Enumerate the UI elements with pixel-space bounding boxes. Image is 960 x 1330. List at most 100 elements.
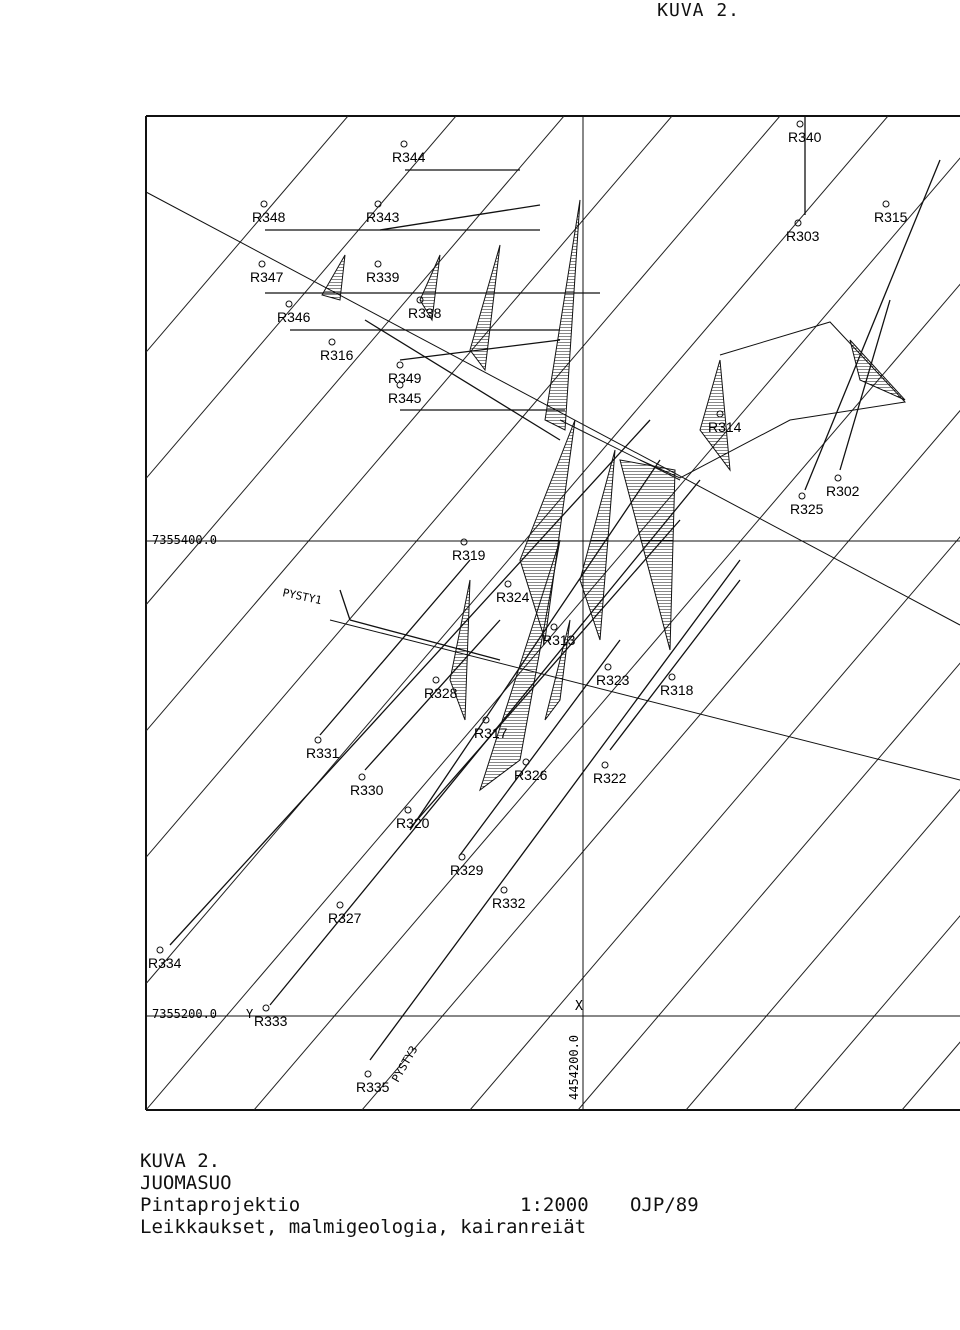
drillhole-collar-icon	[500, 886, 508, 894]
page-label: KUVA 2.	[657, 0, 740, 21]
drillhole-collar-icon	[396, 381, 404, 389]
caption-figure: KUVA 2.	[140, 1150, 221, 1172]
drillhole-collar-icon	[258, 260, 266, 268]
section-lines	[146, 116, 960, 1110]
section-line	[146, 116, 457, 480]
ore-bodies	[321, 199, 906, 792]
drillhole-label-r339: R339	[366, 269, 400, 285]
drillhole-collar-icon	[400, 140, 408, 148]
coord-east: 4454200.0	[567, 1035, 581, 1100]
drillhole-collar-icon	[550, 623, 558, 631]
coord-north-upper: 7355400.0	[152, 533, 217, 547]
drillhole-label-r333: R333	[254, 1013, 288, 1029]
drillhole-collar-icon	[285, 300, 293, 308]
drillhole-collar-icon	[460, 538, 468, 546]
drillhole-label-r317: R317	[474, 725, 508, 741]
ore-outline	[639, 321, 907, 479]
section-line	[146, 116, 565, 606]
drillhole-label-r328: R328	[424, 685, 458, 701]
drillhole-collar-icon	[432, 676, 440, 684]
section-label-pysty1: PYSTY1	[281, 586, 323, 607]
drillhole-collar-icon	[396, 361, 404, 369]
drillhole-collar-icon	[374, 200, 382, 208]
caption-description: Leikkaukset, malmigeologia, kairanreiät	[140, 1216, 587, 1238]
drillhole-collar-icon	[504, 580, 512, 588]
drillhole-label-r349: R349	[388, 370, 422, 386]
drillhole-label-r313: R313	[542, 632, 576, 648]
drillhole-label-r345: R345	[388, 390, 422, 406]
drillhole-collar-icon	[358, 773, 366, 781]
drillhole-label-r314: R314	[708, 419, 742, 435]
drillhole-label-r327: R327	[328, 910, 362, 926]
drillhole-label-r330: R330	[350, 782, 384, 798]
drillhole-collar-icon	[794, 219, 802, 227]
drillhole-label-r347: R347	[250, 269, 284, 285]
section-line	[146, 116, 349, 353]
drillhole-label-r340: R340	[788, 129, 822, 145]
coord-x-marker: X	[575, 999, 583, 1014]
drillhole-collar-icon	[458, 853, 466, 861]
coord-north-lower: 7355200.0	[152, 1007, 217, 1021]
caption-projection: Pintaprojektio	[140, 1194, 301, 1216]
drillhole-label-r302: R302	[826, 483, 860, 499]
section-line	[361, 409, 960, 1110]
drillhole-label-r315: R315	[874, 209, 908, 225]
drillhole-label-r326: R326	[514, 767, 548, 783]
drillhole-label-r324: R324	[496, 589, 530, 605]
drillhole-collar-icon	[404, 806, 412, 814]
section-line	[793, 915, 960, 1110]
section-line	[469, 536, 960, 1110]
drillhole-collar-icon	[601, 761, 609, 769]
drillhole-label-r335: R335	[356, 1079, 390, 1095]
section-line	[901, 1041, 960, 1110]
drillhole-label-r343: R343	[366, 209, 400, 225]
drillhole-label-r329: R329	[450, 862, 484, 878]
coord-y-marker: Y	[246, 1007, 254, 1021]
drillhole-label-r338: R338	[408, 305, 442, 321]
drillhole-collar-icon	[416, 296, 424, 304]
drillhole-label-r331: R331	[306, 745, 340, 761]
drillhole-label-r323: R323	[596, 672, 630, 688]
drillhole-label-r344: R344	[392, 149, 426, 165]
drillhole-collar-icon	[882, 200, 890, 208]
caption-scale: 1:2000	[520, 1194, 589, 1216]
drillhole-collar-icon	[336, 901, 344, 909]
drillhole-label-r325: R325	[790, 501, 824, 517]
drillhole-label-r320: R320	[396, 815, 430, 831]
caption-site: JUOMASUO	[140, 1172, 232, 1194]
drillhole-collar-icon	[716, 410, 724, 418]
drillhole-collar-icon	[260, 200, 268, 208]
drillhole-collar-icon	[604, 663, 612, 671]
drillhole-collar-icon	[374, 260, 382, 268]
caption-reference: OJP/89	[630, 1194, 699, 1216]
drillhole-label-r303: R303	[786, 228, 820, 244]
section-line	[146, 157, 960, 1110]
drillhole-label-r348: R348	[252, 209, 286, 225]
drillhole-collar-icon	[314, 736, 322, 744]
drillhole-collar-icon	[482, 716, 490, 724]
drillhole-label-r346: R346	[277, 309, 311, 325]
section-line	[146, 116, 673, 732]
drillhole-collar-icon	[156, 946, 164, 954]
section-line	[577, 662, 960, 1110]
drillhole-collar-icon	[364, 1070, 372, 1078]
drillhole-label-r316: R316	[320, 347, 354, 363]
drillhole-collar-icon	[522, 758, 530, 766]
oblique-line	[329, 619, 960, 781]
drillhole-collar-icon	[262, 1004, 270, 1012]
drillhole-collar-icon	[796, 120, 804, 128]
section-line	[146, 116, 781, 859]
caption: KUVA 2. JUOMASUO Pintaprojektio 1:2000 O…	[140, 1150, 699, 1238]
drillhole-collar-icon	[834, 474, 842, 482]
drillhole-label-r318: R318	[660, 682, 694, 698]
section-line	[253, 283, 960, 1110]
drillhole-collar-icon	[668, 673, 676, 681]
drillhole-label-r334: R334	[148, 955, 182, 971]
drillhole-label-r319: R319	[452, 547, 486, 563]
drillhole-collar-icon	[798, 492, 806, 500]
drillhole-collar-icon	[328, 338, 336, 346]
drillhole-label-r332: R332	[492, 895, 526, 911]
section-line	[685, 788, 960, 1110]
